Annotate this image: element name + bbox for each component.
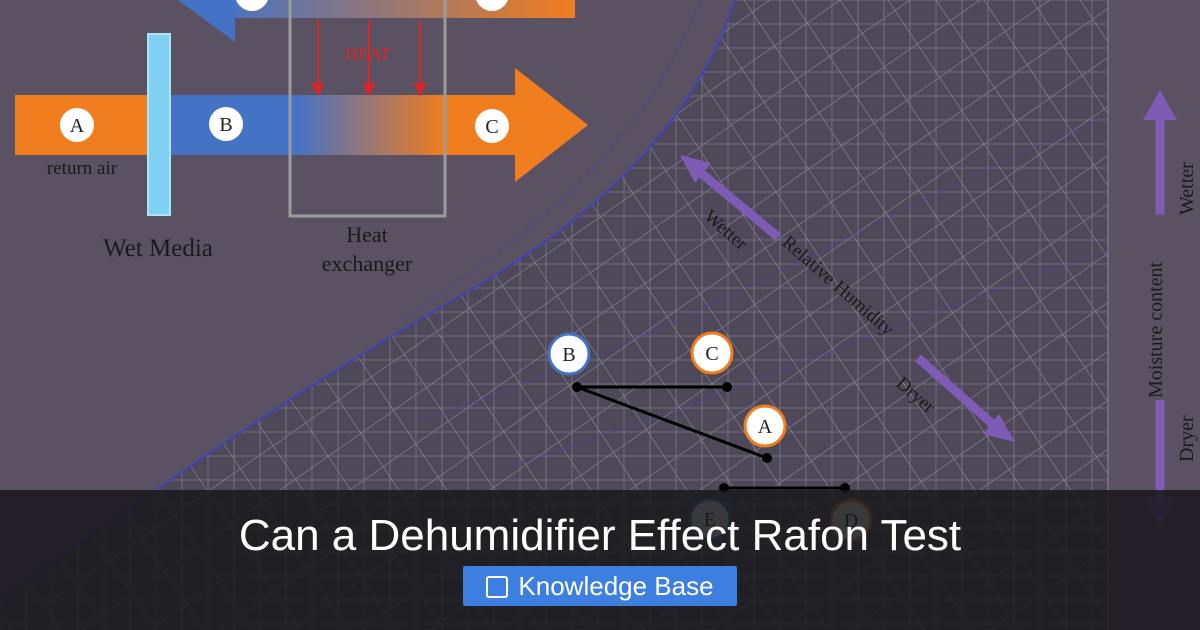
- grid-line: [839, 0, 1108, 630]
- node-circle: [236, 0, 268, 11]
- node-c-top: C: [475, 109, 509, 143]
- moisture-content-label: Moisture content: [1145, 261, 1167, 398]
- page-title: Can a Dehumidifier Effect Rafon Test: [238, 511, 962, 560]
- node-b-chart: B: [547, 332, 591, 376]
- relative-humidity-arrow: [680, 155, 1015, 442]
- node-a-top: A: [60, 108, 94, 142]
- upper-airflow-arrow: [178, 0, 575, 42]
- title-banner: [0, 490, 1200, 630]
- heat-exchanger-label-line1: Heat: [346, 222, 388, 247]
- document-icon: [486, 576, 509, 598]
- svg-text:C: C: [705, 343, 718, 365]
- grid-line: [887, 0, 1108, 630]
- wet-media-pad: [147, 33, 171, 216]
- category-label: Knowledge Base: [518, 571, 714, 601]
- saturation-curve: [0, 0, 736, 601]
- category-badge[interactable]: Knowledge Base: [463, 566, 737, 606]
- svg-text:B: B: [562, 344, 575, 366]
- node-a-chart: A: [743, 404, 787, 448]
- grid-line: [935, 0, 1108, 630]
- grid-line: [983, 0, 1108, 630]
- heat-exchanger-box: [288, 0, 447, 218]
- node-c-chart: C: [690, 331, 734, 375]
- grid-line: [791, 0, 1108, 630]
- wetter-axis-label: Wetter: [1176, 162, 1198, 215]
- return-air-label: return air: [47, 158, 118, 179]
- node-b-top: B: [209, 107, 243, 141]
- svg-text:C: C: [485, 116, 498, 138]
- node-circle: [476, 0, 508, 11]
- heat-exchanger-label-line2: exchanger: [322, 251, 413, 276]
- dryer-axis-label: Dryer: [1176, 415, 1198, 462]
- grid-line: [1031, 0, 1108, 630]
- heat-arrows: [311, 20, 427, 97]
- heat-label: HEAT: [345, 44, 391, 64]
- svg-text:A: A: [758, 416, 773, 438]
- svg-text:B: B: [219, 114, 232, 136]
- svg-text:A: A: [70, 115, 85, 137]
- process-lines: [576, 385, 845, 490]
- main-airflow-arrow: [15, 68, 588, 182]
- wet-media-label: Wet Media: [103, 235, 213, 262]
